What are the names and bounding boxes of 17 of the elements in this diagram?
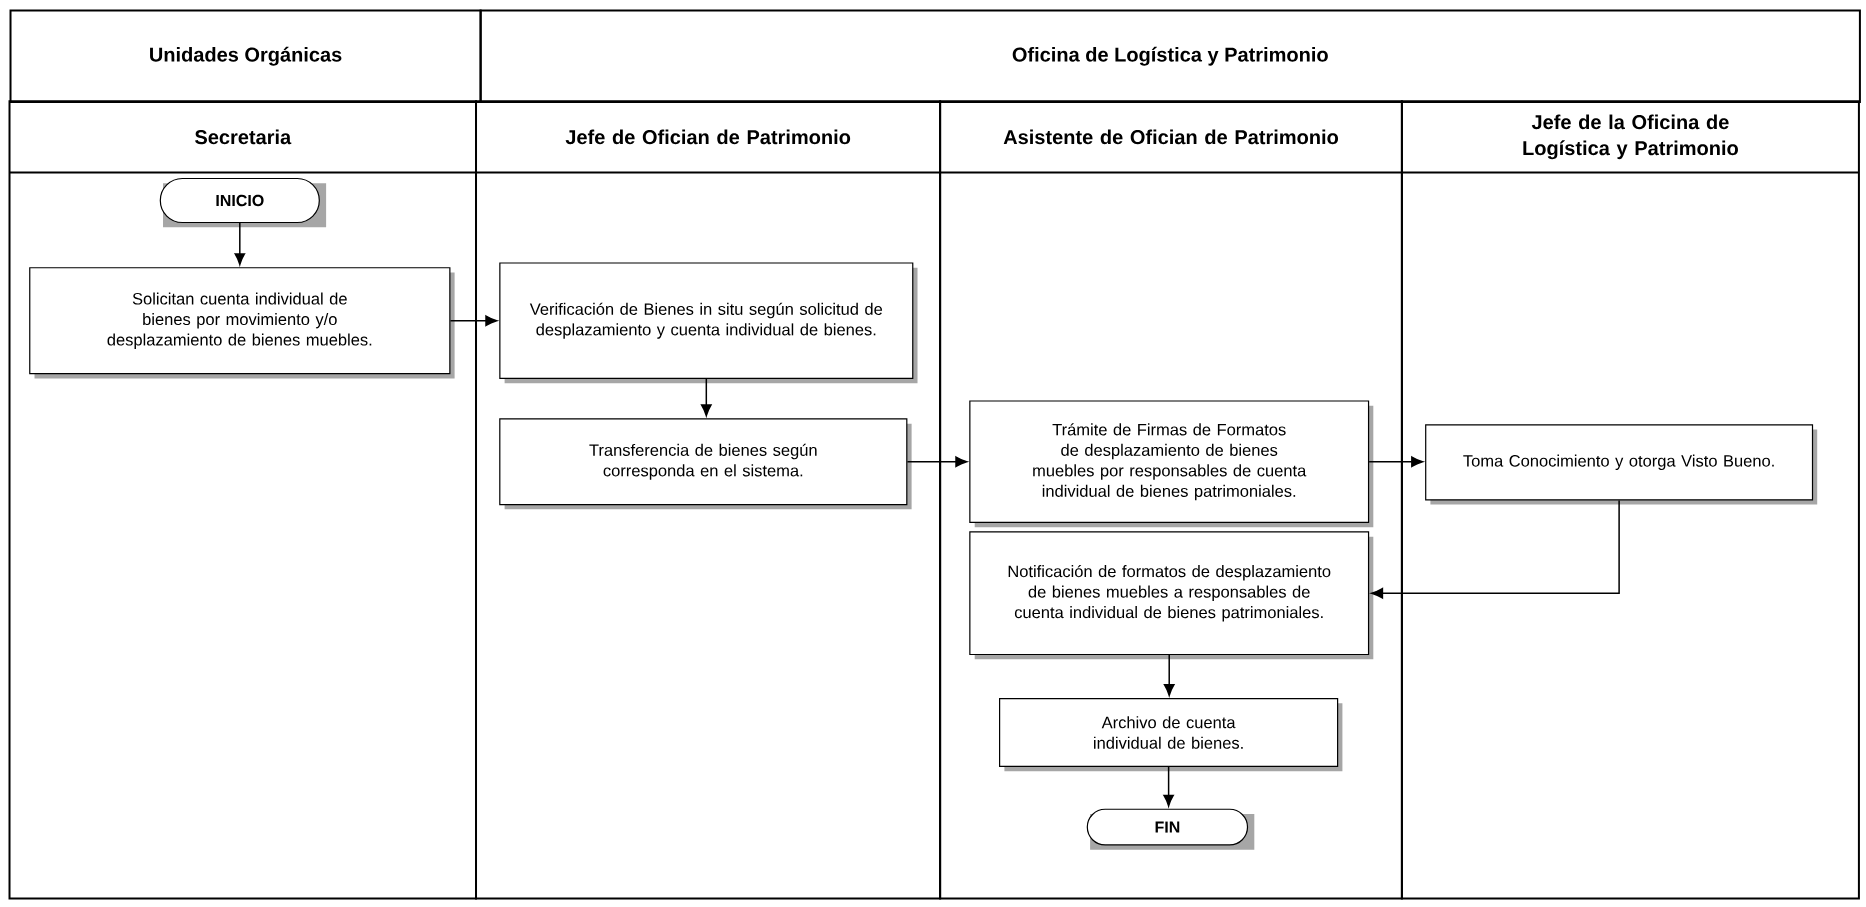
arrow <box>700 378 712 417</box>
arrow <box>1371 499 1620 599</box>
column-header: Oficina de Logística y Patrimonio <box>479 9 1861 104</box>
process-box: Transferencia de bienes según corresponda en el sistema. <box>499 418 912 510</box>
process-box: Trámite de Firmas de Formatos de desplazamiento de bienes muebles por responsables de cuenta individual de bienes patrimoniales. <box>969 400 1374 528</box>
arrow <box>906 456 968 468</box>
process-box: Archivo de cuenta individual de bienes. <box>999 698 1343 772</box>
arrow <box>1163 766 1174 807</box>
process-box: Notificación de formatos de desplazamiento de bienes muebles a responsables de cuenta individual de bienes patrimoniales. <box>969 531 1374 660</box>
arrow <box>1163 654 1175 696</box>
column-header: Unidades Orgánicas <box>9 9 482 104</box>
arrow <box>1368 456 1424 468</box>
process-box: Verificación de Bienes in situ según solicitud de desplazamiento y cuenta individual de bienes. <box>499 262 918 384</box>
process-box: Solicitan cuenta individual de bienes por movimiento y/o desplazamiento de bienes muebles. <box>29 267 455 379</box>
arrow <box>449 315 498 327</box>
process-box: Toma Conocimiento y otorga Visto Bueno. <box>1425 424 1818 505</box>
arrow <box>234 222 246 266</box>
